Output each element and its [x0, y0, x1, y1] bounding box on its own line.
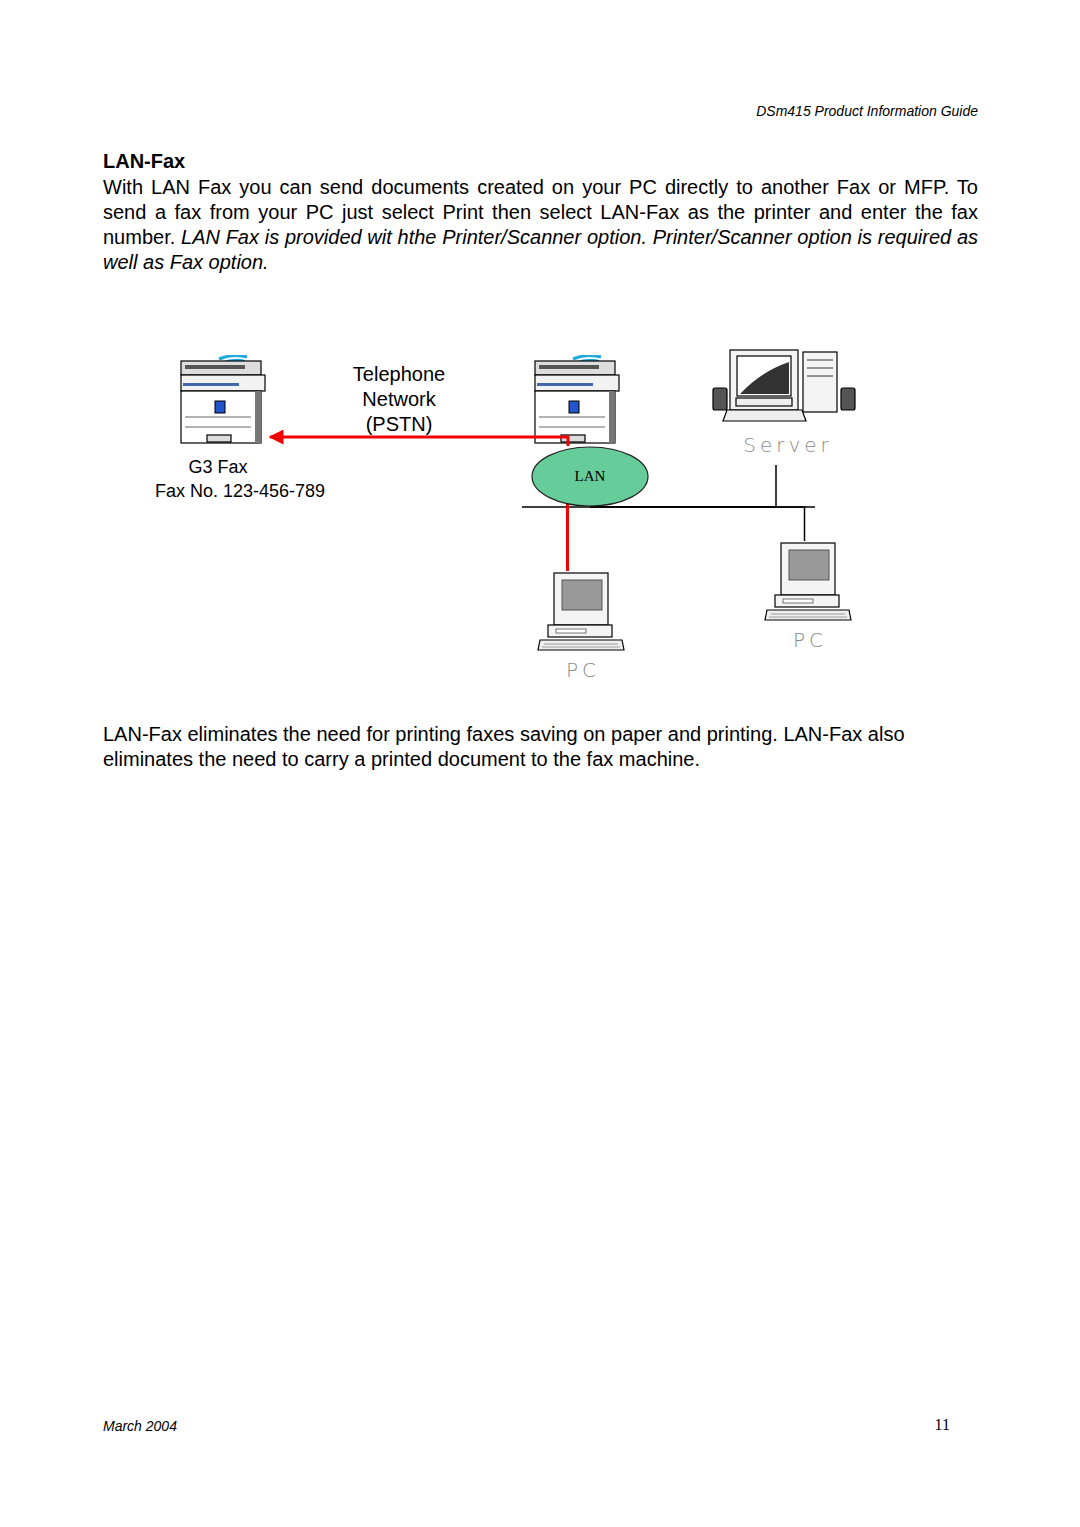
- lan-cable: [590, 507, 805, 541]
- node-label: Server: [710, 433, 866, 457]
- lan-ellipse: LAN: [531, 446, 649, 507]
- node-label: LAN: [531, 446, 649, 507]
- server-icon: Server: [710, 347, 862, 465]
- edge-label: Telephone Network (PSTN): [345, 362, 453, 437]
- phone-line: [270, 437, 568, 446]
- page-header: DSm415 Product Information Guide: [600, 103, 978, 119]
- pc-icon: PC: [535, 571, 628, 683]
- node-label: G3 Fax: [118, 457, 318, 478]
- paragraph-note: LAN Fax is provided wit hthe Printer/Sca…: [103, 226, 978, 273]
- body-paragraph: With LAN Fax you can send documents crea…: [103, 175, 978, 275]
- section-title: LAN-Fax: [103, 150, 185, 173]
- page-number: 11: [900, 1416, 950, 1434]
- fax-machine: G3 FaxFax No. 123-456-789: [180, 357, 270, 445]
- pc-icon: PC: [762, 541, 855, 653]
- body-paragraph: LAN-Fax eliminates the need for printing…: [103, 722, 948, 772]
- node-label: Fax No. 123-456-789: [140, 481, 340, 502]
- node-label: PC: [535, 658, 631, 682]
- page-footer: March 2004: [103, 1418, 177, 1434]
- lan-cable: [566, 499, 569, 571]
- node-label: PC: [762, 628, 858, 652]
